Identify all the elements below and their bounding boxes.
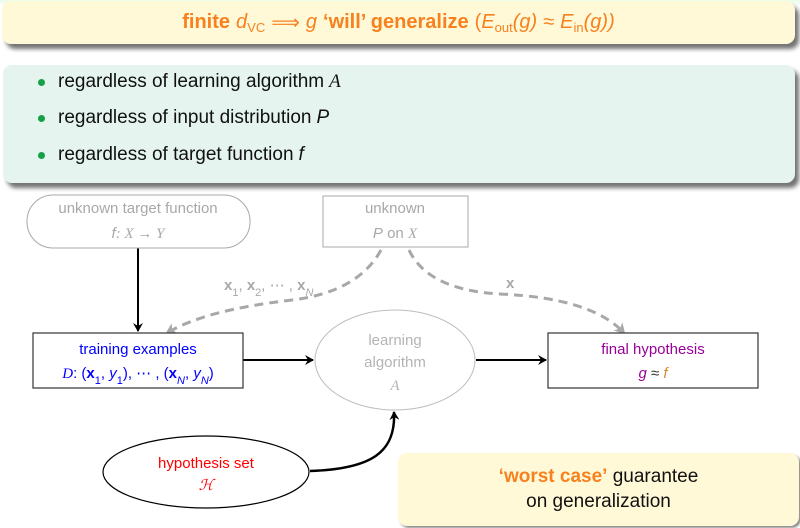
- bullet-dot-icon: [38, 151, 45, 159]
- bullet-text: regardless of input distribution: [58, 107, 312, 128]
- mid-dots: ), ⋯ , (: [123, 365, 169, 382]
- bullet-text: regardless of target function: [58, 144, 294, 165]
- note-emphasis: ‘worst case’: [498, 466, 608, 487]
- x-space-symbol: X: [407, 226, 418, 242]
- d-symbol: d: [236, 11, 248, 33]
- bullet-symbol: P: [316, 107, 330, 128]
- comma: ,: [238, 277, 246, 294]
- hypothesis-set-symbol: ℋ: [199, 478, 216, 494]
- final-hypothesis-node: [547, 332, 759, 389]
- edge-distribution-to-final: [407, 249, 626, 335]
- final-title: final hypothesis: [601, 341, 704, 358]
- x-bold: x: [224, 277, 233, 294]
- close-paren: ): [209, 365, 214, 382]
- target-function-title: unknown target function: [58, 200, 217, 217]
- d-set-symbol: D: [61, 366, 73, 382]
- training-formula: D: (x1, y1), ⋯ , (xN, yN): [61, 365, 214, 387]
- input-distribution-node: [322, 195, 469, 248]
- sub-1: 1: [232, 287, 238, 299]
- final-formula: g ≈ f: [638, 365, 669, 382]
- open-paren: (: [474, 11, 482, 33]
- will-generalize-text: ‘will’ generalize: [323, 11, 469, 33]
- sub-1: 1: [117, 375, 123, 387]
- edge-distribution-to-training: [165, 249, 383, 335]
- sub-1: 1: [95, 375, 101, 387]
- dots: , ⋯ ,: [261, 277, 297, 294]
- training-examples-node: [32, 332, 244, 389]
- note-line1: ‘worst case’ guarantee: [398, 464, 799, 489]
- x-bold: x: [297, 277, 306, 294]
- target-function-formula: f: X → Y: [112, 225, 167, 242]
- worst-case-note: ‘worst case’ guarantee on generalization: [398, 453, 799, 526]
- p-symbol: P: [373, 225, 383, 242]
- sub-n: N: [201, 375, 209, 387]
- sub-n: N: [305, 287, 313, 299]
- implies-symbol: ⟹: [271, 12, 300, 34]
- f-symbol: f: [112, 225, 118, 242]
- target-function-node: [26, 194, 251, 249]
- bullet-item: regardless of target function f: [38, 140, 304, 170]
- approx-symbol: ≈: [543, 11, 555, 33]
- approx-symbol: ≈: [647, 365, 664, 382]
- samples-label: x1, x2, ⋯ , xN: [224, 277, 313, 299]
- training-title: training examples: [79, 341, 197, 358]
- bullet-dot-icon: [38, 78, 45, 86]
- e-in-symbol: E: [560, 11, 574, 33]
- single-input-label: x: [506, 275, 515, 292]
- g-arg-close: (g)): [583, 11, 615, 33]
- regardless-block: [3, 65, 795, 183]
- in-subscript: in: [573, 20, 584, 35]
- out-subscript: out: [494, 20, 513, 35]
- sub-n: N: [177, 375, 185, 387]
- finite-word: finite: [182, 11, 231, 33]
- x-bold: x: [86, 365, 95, 382]
- mapping: : X → Y: [116, 226, 166, 242]
- hypothesis-set-title: hypothesis set: [158, 455, 255, 472]
- bullet-item: regardless of learning algorithm A: [38, 67, 341, 97]
- on-word: on: [383, 225, 408, 242]
- distribution-formula: P on X: [373, 225, 418, 242]
- x-bold: x: [247, 277, 256, 294]
- f-symbol: f: [663, 365, 669, 382]
- g-symbol: g: [638, 365, 647, 382]
- algorithm-line1: learning: [368, 332, 421, 349]
- vc-subscript: VC: [247, 20, 266, 35]
- hypothesis-set-node: [102, 435, 310, 509]
- note-line2: on generalization: [526, 491, 671, 512]
- bullet-symbol: A: [329, 71, 341, 92]
- e-out-symbol: E: [481, 11, 495, 33]
- learning-algorithm-node: [314, 309, 476, 411]
- y-symbol: y: [192, 365, 202, 382]
- bullet-item: regardless of input distribution P: [38, 103, 329, 133]
- distribution-title: unknown: [365, 200, 425, 217]
- algorithm-line2: algorithm: [364, 354, 426, 371]
- x-bold: x: [169, 365, 178, 382]
- bullet-symbol: f: [298, 144, 304, 165]
- comma: ,: [185, 365, 193, 382]
- g-arg: (g): [512, 11, 538, 33]
- comma: ,: [101, 365, 109, 382]
- bullet-dot-icon: [38, 114, 45, 122]
- y-symbol: y: [108, 365, 118, 382]
- sub-2: 2: [255, 287, 261, 299]
- edge-hypothesis-to-algorithm: [309, 411, 400, 473]
- colon-open: : (: [73, 365, 86, 382]
- algorithm-symbol: A: [389, 378, 400, 394]
- bullet-text: regardless of learning algorithm: [58, 71, 325, 92]
- note-rest: guarantee: [607, 466, 699, 487]
- g-symbol: g: [305, 11, 318, 33]
